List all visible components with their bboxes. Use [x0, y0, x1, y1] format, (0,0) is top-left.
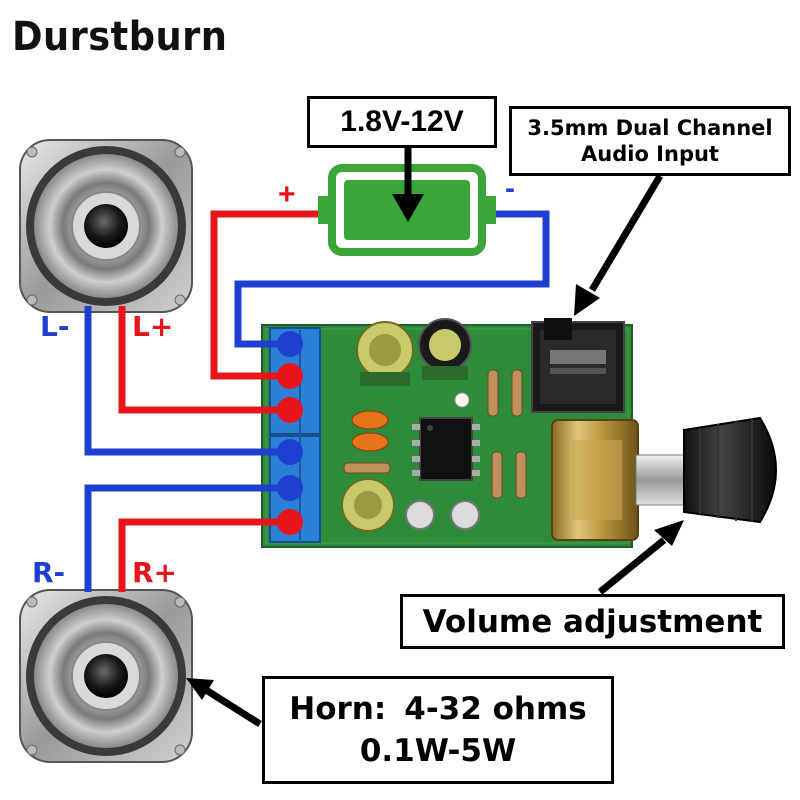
wire-right-negative	[84, 484, 290, 592]
voltage-range-box: 1.8V-12V	[307, 96, 497, 148]
speaker-right-positive-label: R+	[132, 556, 178, 589]
horn-power: 0.1W-5W	[359, 733, 517, 769]
resistor-icon	[343, 369, 527, 499]
horn-impedance: 4-32 ohms	[404, 691, 587, 727]
wire-left-positive	[118, 306, 290, 414]
arrow-icon	[392, 148, 424, 222]
capacitor-icon	[418, 318, 472, 380]
arrow-icon	[574, 174, 664, 316]
wires	[84, 210, 550, 592]
wire-right-positive	[118, 518, 290, 592]
speaker-right-negative-label: R-	[32, 556, 66, 589]
arrow-icon	[186, 678, 262, 727]
volume-adjustment-box: Volume adjustment	[400, 594, 785, 649]
voltage-range-text: 1.8V-12V	[340, 105, 464, 138]
terminal-power-positive	[277, 363, 303, 389]
audio-input-line1: 3.5mm Dual Channel	[527, 116, 773, 140]
speaker-right-icon	[19, 589, 193, 763]
wire-left-negative	[84, 306, 290, 456]
terminal-right-positive	[277, 509, 303, 535]
capacitor-icon	[341, 478, 395, 532]
battery-plus-sign: +	[278, 178, 296, 211]
volume-adjustment-text: Volume adjustment	[422, 603, 763, 640]
speaker-left-positive-label: L+	[132, 310, 174, 343]
speaker-left-negative-label: L-	[40, 310, 70, 343]
terminal-dots	[277, 331, 303, 535]
arrow-icon	[597, 520, 684, 595]
horn-spec-row: Horn: 4-32 ohms	[289, 688, 587, 730]
terminal-power-negative	[277, 331, 303, 357]
battery-minus-sign: -	[505, 172, 515, 205]
horn-label: Horn:	[289, 691, 387, 727]
audio-input-box: 3.5mm Dual Channel Audio Input	[509, 106, 791, 176]
horn-spec-box: Horn: 4-32 ohms 0.1W-5W	[262, 676, 614, 784]
speaker-left-icon	[19, 139, 193, 313]
audio-jack-icon	[531, 318, 625, 413]
terminal-right-negative	[277, 475, 303, 501]
wire-power-negative	[234, 210, 550, 348]
wire-power-positive	[210, 210, 318, 380]
brand-logo: Durstburn	[12, 14, 228, 60]
potentiometer-knob-icon	[551, 416, 777, 541]
capacitor-icon	[356, 321, 414, 386]
audio-input-line2: Audio Input	[581, 142, 719, 166]
terminal-left-negative	[277, 439, 303, 465]
capacitor-icon	[405, 500, 480, 530]
ic-chip-icon	[412, 417, 480, 481]
terminal-left-positive	[277, 397, 303, 423]
